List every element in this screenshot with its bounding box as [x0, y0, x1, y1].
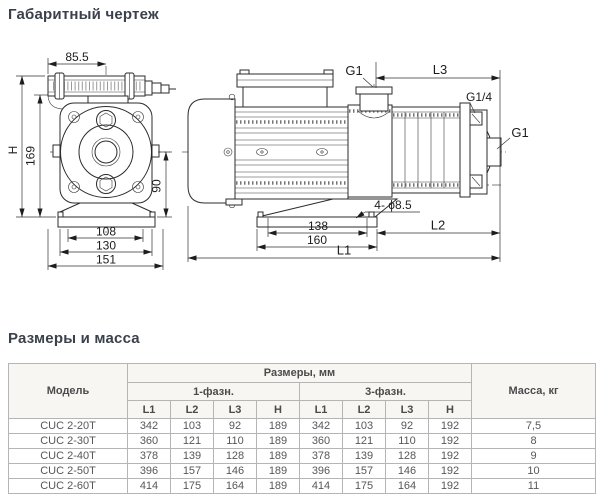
cell-value: 342 — [299, 418, 343, 434]
dim-108: 108 — [96, 225, 116, 239]
cell-value: 139 — [170, 448, 214, 464]
cell-value: 414 — [127, 478, 171, 494]
cell-mass: 10 — [471, 463, 596, 479]
col-header-h: H — [428, 400, 472, 419]
cell-value: 189 — [256, 418, 300, 434]
cell-value: 342 — [127, 418, 171, 434]
dim-169: 169 — [24, 146, 38, 166]
cell-value: 175 — [342, 478, 386, 494]
cell-value: 192 — [428, 448, 472, 464]
dim-h: H — [6, 146, 20, 155]
dim-151: 151 — [96, 253, 116, 267]
cell-mass: 11 — [471, 478, 596, 494]
dim-138: 138 — [308, 219, 328, 233]
col-header-model: Модель — [8, 363, 128, 419]
col-header-l1: L1 — [127, 400, 171, 419]
side-view — [182, 69, 506, 228]
cell-value: 360 — [127, 433, 171, 449]
cell-value: 175 — [170, 478, 214, 494]
col-header-l2: L2 — [170, 400, 214, 419]
cell-value: 189 — [256, 463, 300, 479]
label-mount-holes: 4- ϕ8.5 — [374, 198, 412, 212]
cell-value: 192 — [428, 478, 472, 494]
col-header-dims-group: Размеры, мм — [127, 363, 472, 383]
cell-value: 360 — [299, 433, 343, 449]
cell-value: 414 — [299, 478, 343, 494]
col-header-l3: L3 — [213, 400, 257, 419]
col-header-1phase: 1-фазн. — [127, 382, 300, 401]
col-header-mass: Масса, кг — [471, 363, 596, 419]
col-header-l1: L1 — [299, 400, 343, 419]
cell-value: 128 — [385, 448, 429, 464]
front-view — [47, 66, 176, 234]
dim-l1: L1 — [337, 243, 351, 258]
cell-value: 192 — [428, 433, 472, 449]
table-section-title: Размеры и масса — [8, 330, 140, 347]
table-row: CUC 2-30T 360 121 110 189 360 121 110 19… — [8, 433, 596, 449]
table-row: CUC 2-60T 414 175 164 189 414 175 164 19… — [8, 478, 596, 494]
cell-value: 92 — [385, 418, 429, 434]
side-view-dimensions: G1 L3 G1/4 G1 4- ϕ8.5 138 160 L2 — [187, 62, 529, 262]
dimensions-mass-table: Модель Размеры, мм Масса, кг 1-фазн. 3-ф… — [8, 363, 596, 494]
label-plug-g1-4: G1/4 — [466, 90, 492, 104]
cell-model: CUC 2-40T — [8, 448, 128, 464]
cell-value: 189 — [256, 433, 300, 449]
cell-value: 92 — [213, 418, 257, 434]
cell-value: 192 — [428, 463, 472, 479]
front-view-dimensions: 85.5 H 169 90 108 130 151 — [6, 50, 172, 270]
cell-model: CUC 2-60T — [8, 478, 128, 494]
pump-dimensional-drawing: 85.5 H 169 90 108 130 151 — [6, 50, 529, 270]
cell-value: 378 — [299, 448, 343, 464]
cell-mass: 7,5 — [471, 418, 596, 434]
table-row: CUC 2-20T 342 103 92 189 342 103 92 192 … — [8, 418, 596, 434]
cell-value: 103 — [342, 418, 386, 434]
cell-value: 110 — [385, 433, 429, 449]
dim-l3: L3 — [433, 62, 447, 77]
cell-value: 128 — [213, 448, 257, 464]
label-inlet-port-g1: G1 — [345, 63, 362, 78]
cell-value: 121 — [342, 433, 386, 449]
cell-value: 146 — [213, 463, 257, 479]
cell-value: 164 — [213, 478, 257, 494]
cell-value: 157 — [170, 463, 214, 479]
cell-model: CUC 2-30T — [8, 433, 128, 449]
cell-value: 146 — [385, 463, 429, 479]
label-outlet-port-g1: G1 — [511, 125, 528, 140]
dim-130: 130 — [96, 239, 116, 253]
col-header-3phase: 3-фазн. — [299, 382, 472, 401]
cell-mass: 8 — [471, 433, 596, 449]
cell-value: 192 — [428, 418, 472, 434]
cell-value: 121 — [170, 433, 214, 449]
cell-model: CUC 2-20T — [8, 418, 128, 434]
table-row: CUC 2-40T 378 139 128 189 378 139 128 19… — [8, 448, 596, 464]
dim-l2: L2 — [431, 218, 445, 233]
cell-mass: 9 — [471, 448, 596, 464]
col-header-l2: L2 — [342, 400, 386, 419]
dim-90: 90 — [150, 179, 164, 193]
dim-160: 160 — [307, 233, 327, 247]
cell-value: 396 — [299, 463, 343, 479]
cell-model: CUC 2-50T — [8, 463, 128, 479]
cell-value: 378 — [127, 448, 171, 464]
cell-value: 157 — [342, 463, 386, 479]
cell-value: 164 — [385, 478, 429, 494]
cell-value: 103 — [170, 418, 214, 434]
cell-value: 189 — [256, 448, 300, 464]
col-header-h: H — [256, 400, 300, 419]
cell-value: 396 — [127, 463, 171, 479]
cell-value: 139 — [342, 448, 386, 464]
cell-value: 189 — [256, 478, 300, 494]
dim-85-5: 85.5 — [65, 50, 89, 64]
col-header-l3: L3 — [385, 400, 429, 419]
drawing-section-title: Габаритный чертеж — [8, 6, 159, 23]
cell-value: 110 — [213, 433, 257, 449]
table-row: CUC 2-50T 396 157 146 189 396 157 146 19… — [8, 463, 596, 479]
